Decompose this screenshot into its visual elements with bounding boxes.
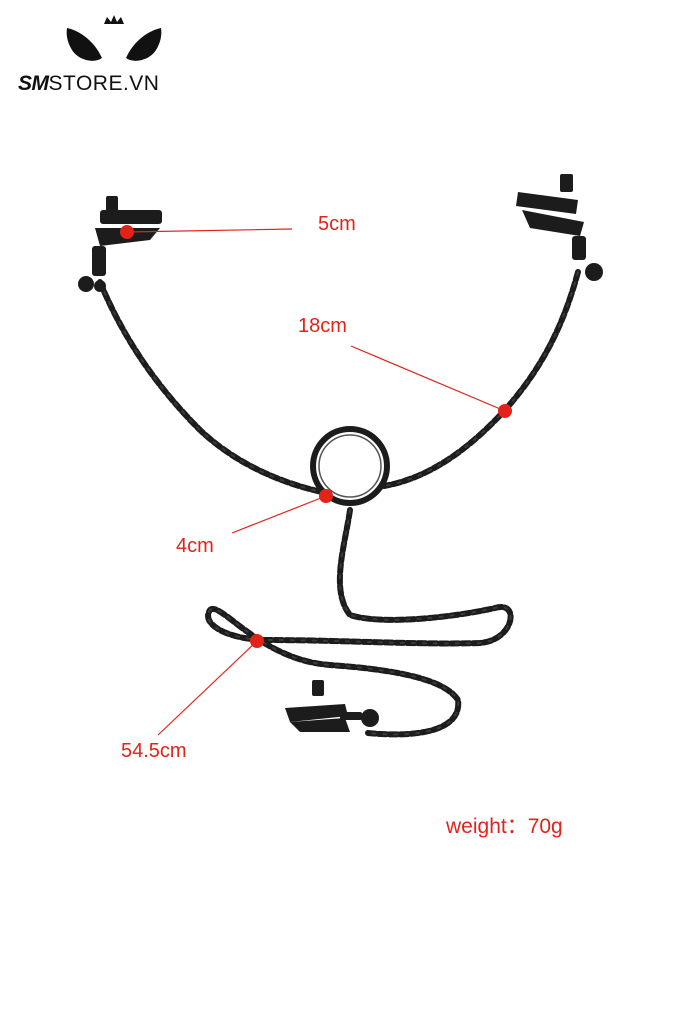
long-chain-leader	[157, 640, 258, 736]
long-chain-dot	[250, 634, 264, 648]
left-clamp	[78, 196, 162, 292]
o-ring	[310, 426, 390, 506]
clamp-length-label: 5cm	[318, 213, 356, 235]
clamp-length-dot	[120, 225, 134, 239]
weight-label: weight：70g	[446, 815, 563, 838]
logo-wordmark: SMSTORE.VN	[18, 72, 159, 96]
side-chain-dot	[498, 404, 512, 418]
clamp-length-leader	[126, 228, 293, 233]
right-chain	[381, 269, 581, 489]
logo-brand: SM	[18, 72, 49, 95]
left-chain	[97, 279, 325, 495]
long-chain-length-label: 54.5cm	[121, 740, 187, 762]
right-clamp	[516, 174, 603, 281]
crown-cat-ears-icon	[66, 15, 162, 61]
side-chain-leader	[350, 345, 506, 412]
ring-drop-length-label: 4cm	[176, 535, 214, 557]
ring-drop-chain	[205, 507, 514, 738]
logo-suffix: STORE.VN	[48, 72, 160, 95]
store-logo[interactable]: SMSTORE.VN	[18, 14, 188, 96]
side-chain-length-label: 18cm	[298, 315, 347, 337]
ring-drop-dot	[319, 489, 333, 503]
bottom-clamp	[285, 680, 379, 732]
ring-drop-leader	[231, 495, 327, 534]
